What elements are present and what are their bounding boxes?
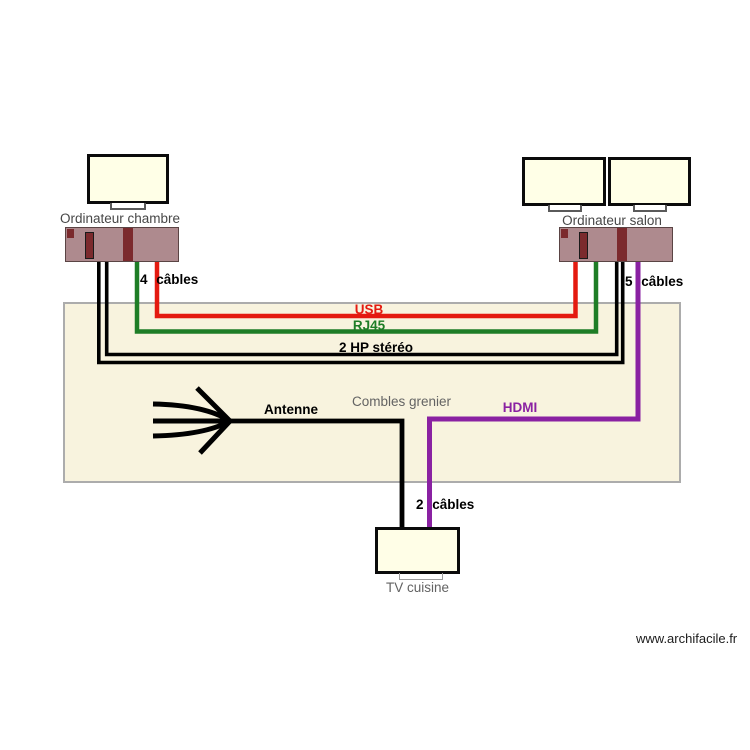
monitor-salon-2-stand: [633, 205, 667, 212]
hdmi-cable-line: [427, 262, 641, 527]
hp-stereo-cable-line-2: [97, 262, 625, 365]
watermark: www.archifacile.fr: [636, 631, 738, 646]
computer-salon-led: [561, 229, 568, 238]
monitor-salon-2: [608, 157, 691, 206]
monitor-chambre: [87, 154, 169, 204]
antenna-cable-line: [229, 418, 405, 527]
label-hdmi: HDMI: [502, 400, 538, 415]
label-ordinateur-salon: Ordinateur salon: [562, 213, 662, 228]
label-count-left: 4 câbles: [140, 272, 199, 287]
label-antenne: Antenne: [264, 402, 318, 417]
rj45-cable-line: [134, 262, 599, 334]
label-count-right: 5 câbles: [625, 274, 684, 289]
computer-chambre-led: [67, 229, 74, 238]
label-hp-stereo: 2 HP stéréo: [338, 340, 414, 355]
antenna-icon: [152, 386, 234, 455]
computer-chambre-slot: [85, 232, 94, 259]
hp-stereo-cable-line-1: [104, 262, 619, 357]
computer-salon-slot: [579, 232, 588, 259]
label-usb: USB: [354, 302, 384, 317]
monitor-chambre-stand: [110, 203, 146, 210]
tv-cuisine-box: [375, 527, 460, 574]
label-ordinateur-chambre: Ordinateur chambre: [59, 211, 181, 226]
computer-salon: [559, 227, 673, 262]
usb-cable-line: [154, 262, 578, 319]
computer-salon-band: [617, 228, 627, 261]
monitor-salon-1-stand: [548, 205, 582, 212]
label-combles-grenier: Combles grenier: [352, 394, 452, 409]
antenna-arrowhead: [195, 386, 234, 455]
label-rj45: RJ45: [352, 318, 386, 333]
label-tv-cuisine: TV cuisine: [385, 580, 450, 595]
computer-chambre-band: [123, 228, 133, 261]
monitor-salon-1: [522, 157, 606, 206]
label-count-tv: 2 câbles: [416, 497, 475, 512]
computer-chambre: [65, 227, 179, 262]
tv-cuisine-stand: [399, 573, 443, 580]
